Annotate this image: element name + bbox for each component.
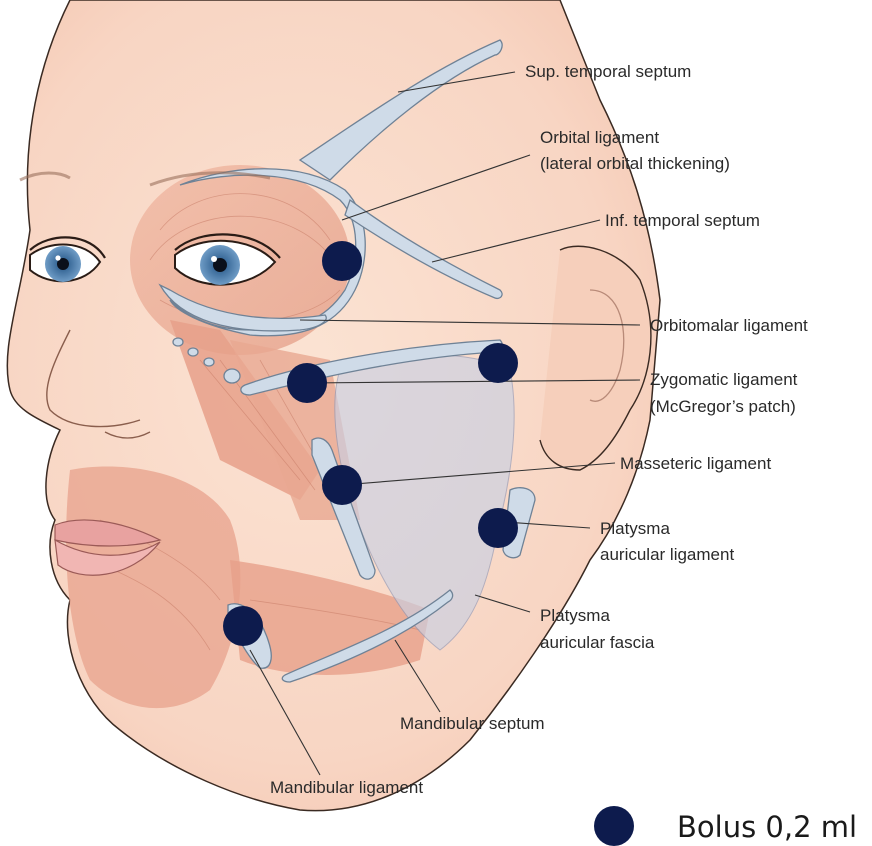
label-zygomatic-ligament-sub: (McGregor’s patch) (650, 397, 796, 416)
label-orbital-ligament: Orbital ligament (540, 128, 659, 147)
label-platysma-auricular-fascia: Platysma (540, 606, 610, 625)
label-sup-temporal-septum: Sup. temporal septum (525, 62, 691, 81)
bolus-point-zygomatic-lateral (478, 343, 518, 383)
bolus-point-platysma-auricular (478, 508, 518, 548)
label-orbital-ligament-sub: (lateral orbital thickening) (540, 154, 730, 173)
label-platysma-auricular-ligament-sub: auricular ligament (600, 545, 734, 564)
label-platysma-auricular-fascia-sub: auricular fascia (540, 633, 655, 652)
legend-label: Bolus 0,2 ml (677, 810, 857, 844)
legend-marker (594, 806, 634, 846)
bolus-point-zygomatic-medial (287, 363, 327, 403)
label-platysma-auricular-ligament: Platysma (600, 519, 670, 538)
bolus-point-masseteric (322, 465, 362, 505)
bolus-point-mandibular (223, 606, 263, 646)
label-orbitomalar-ligament: Orbitomalar ligament (650, 316, 808, 335)
label-zygomatic-ligament: Zygomatic ligament (650, 370, 798, 389)
label-mandibular-ligament: Mandibular ligament (270, 778, 423, 797)
label-inf-temporal-septum: Inf. temporal septum (605, 211, 760, 230)
label-mandibular-septum: Mandibular septum (400, 714, 545, 733)
bolus-point-orbital (322, 241, 362, 281)
legend: Bolus 0,2 ml (594, 806, 857, 846)
label-masseteric-ligament: Masseteric ligament (620, 454, 771, 473)
